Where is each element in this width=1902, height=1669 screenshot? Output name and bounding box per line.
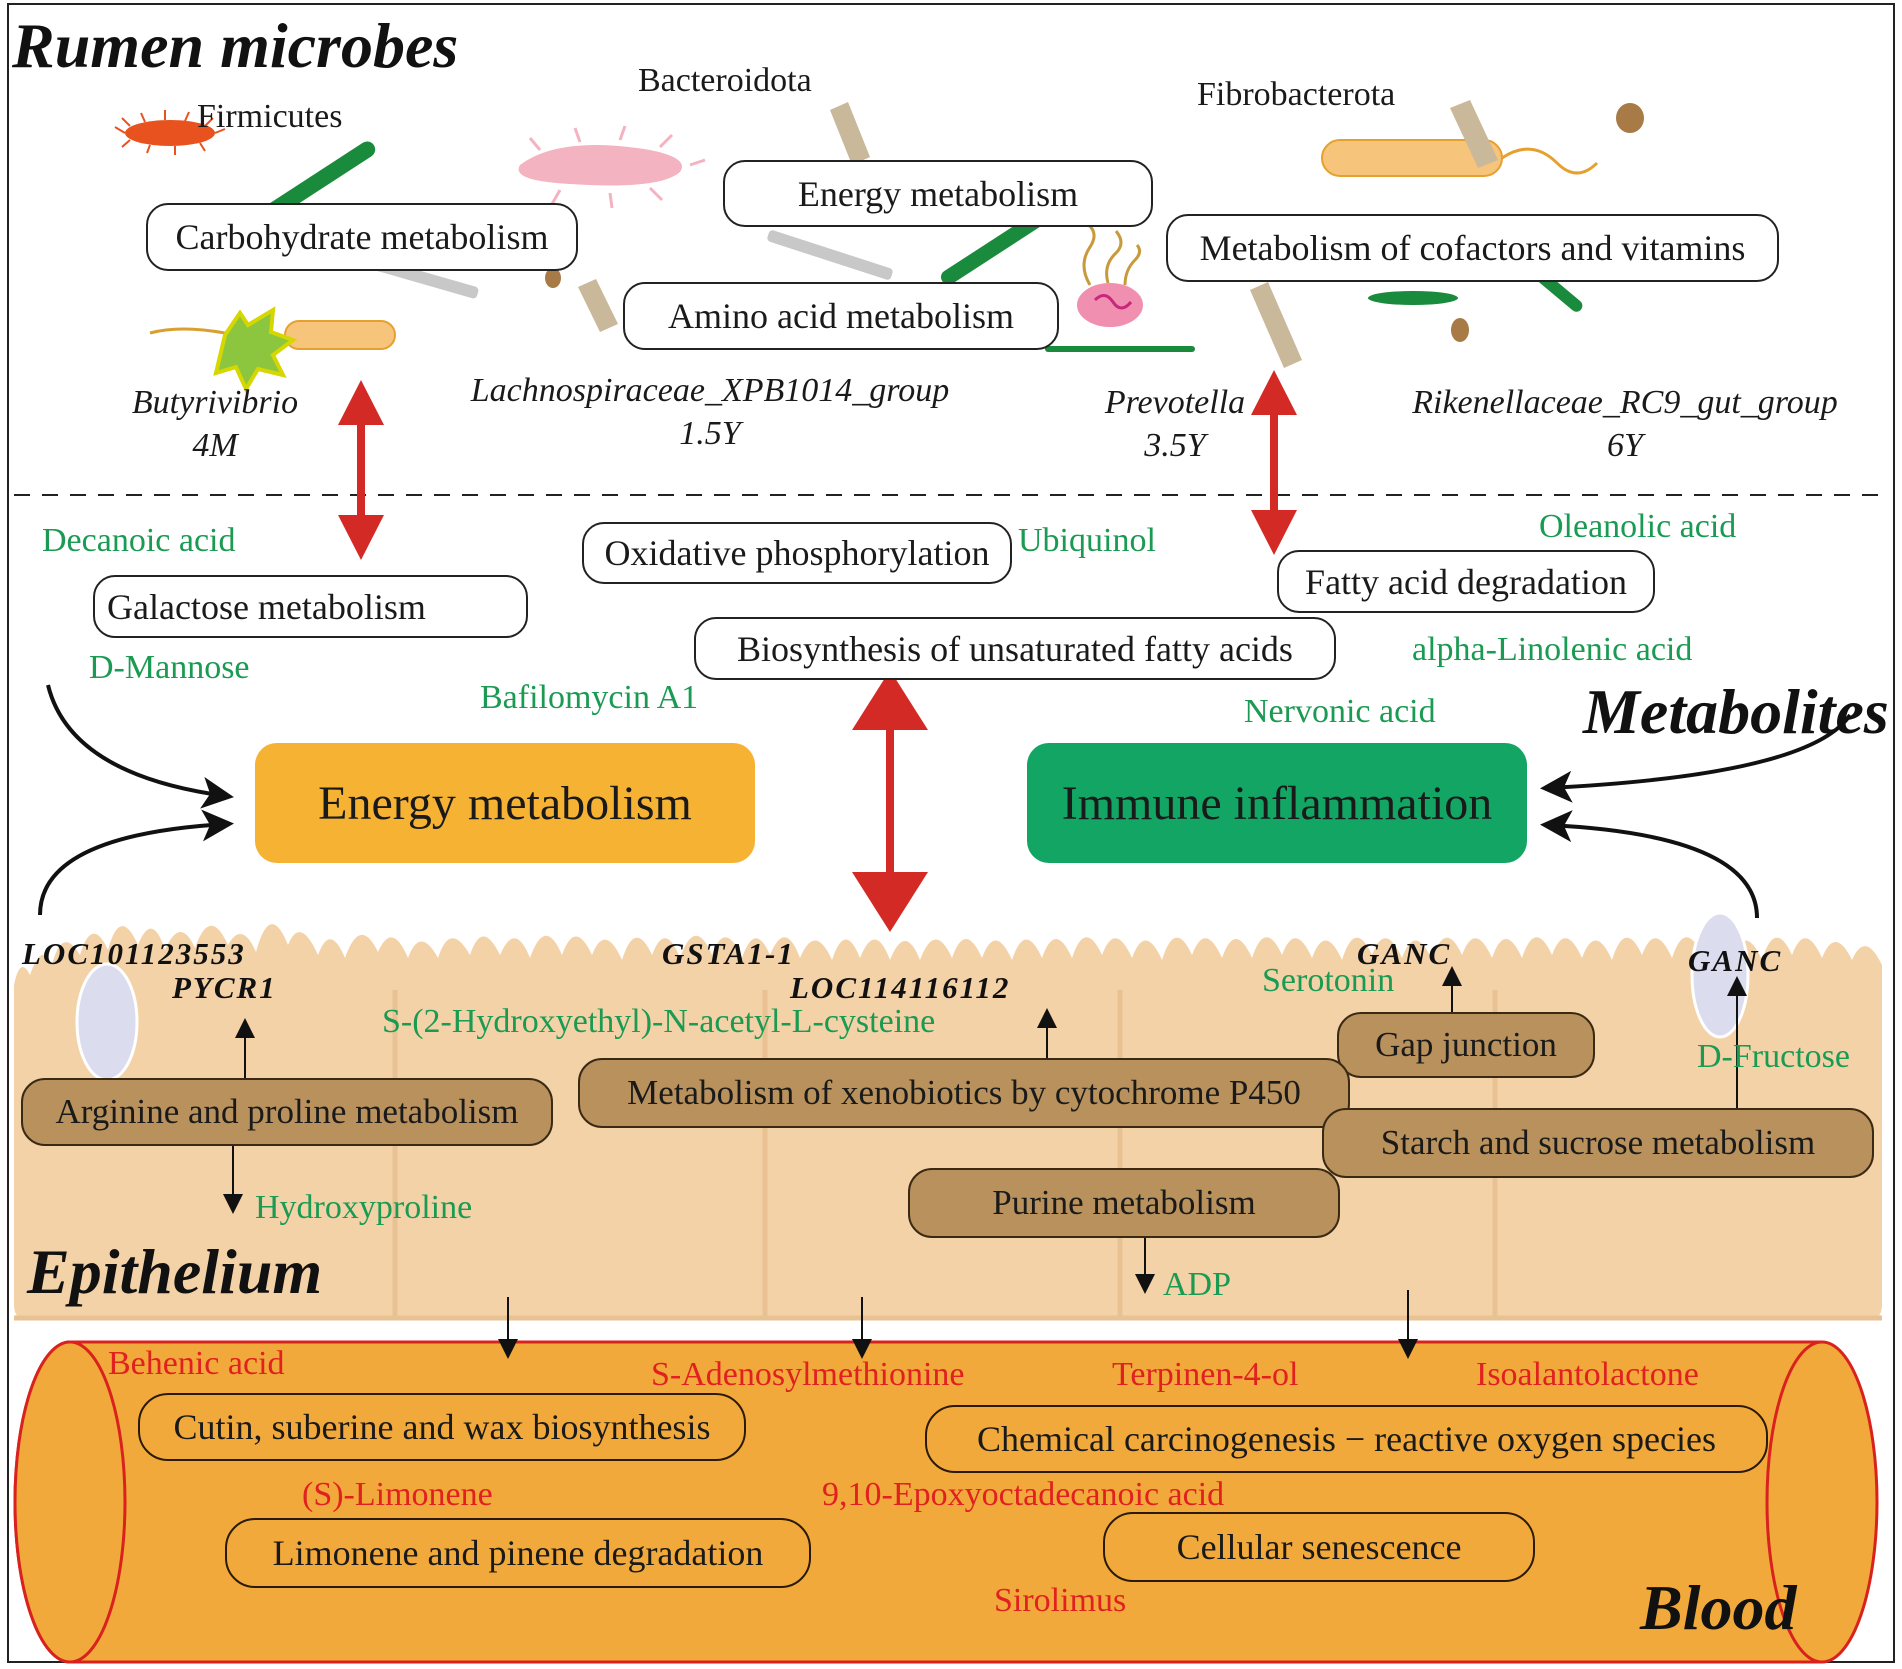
pathway-limonene-pinene-degradation: Limonene and pinene degradation bbox=[225, 1518, 811, 1588]
genus-age: 3.5Y bbox=[1144, 426, 1206, 464]
pathway-cellular-senescence: Cellular senescence bbox=[1103, 1512, 1535, 1582]
metabolite-s-limonene: (S)-Limonene bbox=[302, 1476, 493, 1513]
section-title-blood: Blood bbox=[1640, 1572, 1797, 1643]
metabolite-ubiquinol: Ubiquinol bbox=[1018, 522, 1156, 559]
metabolite-d-fructose: D-Fructose bbox=[1697, 1038, 1850, 1075]
genus-prevotella: Prevotella 3.5Y bbox=[1085, 382, 1265, 467]
genus-name: Rikenellaceae_RC9_gut_group bbox=[1412, 384, 1838, 421]
taxon-bacteroidota: Bacteroidota bbox=[638, 62, 812, 99]
metabolite-behenic-acid: Behenic acid bbox=[108, 1345, 285, 1382]
metabolite-to-energy-arrow bbox=[46, 684, 234, 809]
pathway-energy-metabolism: Energy metabolism bbox=[723, 160, 1153, 227]
section-title-rumen-microbes: Rumen microbes bbox=[12, 10, 459, 81]
fibrobacterota-cell-icon bbox=[1321, 139, 1599, 177]
gene-pycr1: PYCR1 bbox=[172, 970, 277, 1005]
metabolite-hydroxyethyl-acetylcysteine: S-(2-Hydroxyethyl)-N-acetyl-L-cysteine bbox=[382, 1003, 936, 1040]
epithelium-to-energy-arrow bbox=[38, 809, 234, 916]
pathway-cofactors-vitamins: Metabolism of cofactors and vitamins bbox=[1166, 214, 1779, 282]
genus-name: Prevotella bbox=[1104, 384, 1246, 421]
gene-gsta1-1: GSTA1-1 bbox=[662, 936, 795, 971]
pathway-oxidative-phosphorylation: Oxidative phosphorylation bbox=[582, 522, 1012, 584]
epithelium-to-immune-arrow bbox=[1540, 810, 1759, 919]
genus-rikenellaceae: Rikenellaceae_RC9_gut_group 6Y bbox=[1375, 382, 1875, 467]
tan-spindle-icon bbox=[1450, 100, 1498, 168]
green-disc-icon bbox=[1368, 291, 1458, 305]
tan-spindle-icon bbox=[1250, 282, 1302, 368]
microbe-metabolite-link-arrow-right bbox=[1251, 370, 1297, 555]
pathway-amino-acid-metabolism: Amino acid metabolism bbox=[623, 282, 1059, 350]
blood-vessel-end-rim bbox=[1765, 1340, 1823, 1664]
metabolite-serotonin: Serotonin bbox=[1262, 962, 1395, 999]
pathway-galactose-metabolism: Galactose metabolism bbox=[93, 575, 528, 638]
membrane-transporter-icon bbox=[1690, 911, 1750, 1039]
metabolite-bafilomycin-a1: Bafilomycin A1 bbox=[480, 679, 699, 716]
microbe-metabolite-link-arrow-left bbox=[338, 380, 384, 560]
metabolite-adp: ADP bbox=[1163, 1266, 1232, 1303]
butyrivibrio-cell-icon bbox=[149, 306, 396, 394]
firmicutes-cell-icon bbox=[114, 110, 226, 155]
section-title-epithelium: Epithelium bbox=[27, 1236, 323, 1307]
pathway-xenobiotics-cytochrome-p450: Metabolism of xenobiotics by cytochrome … bbox=[578, 1058, 1350, 1128]
section-title-metabolites: Metabolites bbox=[1583, 676, 1889, 747]
tan-spindle-icon bbox=[830, 102, 870, 165]
metabolite-d-mannose: D-Mannose bbox=[89, 649, 250, 686]
genus-lachnospiraceae: Lachnospiraceae_XPB1014_group 1.5Y bbox=[410, 370, 1010, 455]
outcome-energy-metabolism: Energy metabolism bbox=[255, 743, 755, 863]
pathway-carbohydrate-metabolism: Carbohydrate metabolism bbox=[146, 203, 578, 271]
gene-ganc: GANC bbox=[1357, 936, 1452, 971]
genus-age: 6Y bbox=[1607, 426, 1643, 464]
blood-vessel-end bbox=[13, 1340, 127, 1664]
metabolite-sirolimus: Sirolimus bbox=[994, 1582, 1127, 1619]
genus-name: Lachnospiraceae_XPB1014_group bbox=[470, 372, 950, 409]
metabolite-oleanolic-acid: Oleanolic acid bbox=[1539, 508, 1737, 545]
metabolite-s-adenosylmethionine: S-Adenosylmethionine bbox=[651, 1356, 965, 1393]
pathway-purine-metabolism: Purine metabolism bbox=[908, 1168, 1340, 1238]
metabolite-alpha-linolenic-acid: alpha-Linolenic acid bbox=[1412, 631, 1693, 668]
taxon-fibrobacterota: Fibrobacterota bbox=[1197, 76, 1396, 113]
genus-butyrivibrio: Butyrivibrio 4M bbox=[100, 382, 330, 467]
metabolite-to-immune-arrow bbox=[1540, 713, 1852, 803]
brown-coccus-icon bbox=[1451, 318, 1469, 342]
tan-spindle-icon bbox=[578, 279, 618, 332]
membrane-transporter-icon bbox=[75, 962, 139, 1082]
metabolite-epithelium-link-arrow bbox=[852, 670, 928, 932]
brown-coccus-icon bbox=[545, 268, 561, 288]
gene-ganc: GANC bbox=[1688, 943, 1783, 978]
genus-age: 4M bbox=[192, 426, 238, 464]
bacteroidota-flagella bbox=[528, 125, 706, 209]
metabolite-decanoic-acid: Decanoic acid bbox=[42, 522, 236, 559]
pathway-chemical-carcinogenesis-ros: Chemical carcinogenesis − reactive oxyge… bbox=[925, 1405, 1768, 1473]
genus-name: Butyrivibrio bbox=[131, 384, 299, 421]
pathway-unsaturated-fatty-acids: Biosynthesis of unsaturated fatty acids bbox=[694, 617, 1336, 680]
genus-age: 1.5Y bbox=[679, 414, 741, 452]
gray-rod-icon bbox=[767, 230, 893, 280]
metabolite-nervonic-acid: Nervonic acid bbox=[1244, 693, 1436, 730]
prevotella-cell-icon bbox=[1077, 220, 1143, 327]
bacteroidota-cell-icon bbox=[518, 145, 682, 186]
pathway-arginine-proline-metabolism: Arginine and proline metabolism bbox=[21, 1078, 553, 1146]
metabolite-epoxyoctadecanoic-acid: 9,10-Epoxyoctadecanoic acid bbox=[822, 1476, 1225, 1513]
outcome-immune-inflammation: Immune inflammation bbox=[1027, 743, 1527, 863]
pathway-cutin-suberine-wax: Cutin, suberine and wax biosynthesis bbox=[138, 1393, 746, 1461]
pathway-gap-junction: Gap junction bbox=[1337, 1012, 1595, 1078]
pathway-starch-sucrose-metabolism: Starch and sucrose metabolism bbox=[1322, 1108, 1874, 1178]
metabolite-isoalantolactone: Isoalantolactone bbox=[1476, 1356, 1699, 1393]
metabolite-terpinen-4-ol: Terpinen-4-ol bbox=[1112, 1356, 1299, 1393]
gene-loc114116112: LOC114116112 bbox=[790, 970, 1011, 1005]
gene-loc101123553: LOC101123553 bbox=[22, 936, 246, 971]
pathway-fatty-acid-degradation: Fatty acid degradation bbox=[1277, 550, 1655, 613]
taxon-firmicutes: Firmicutes bbox=[197, 98, 343, 135]
metabolite-hydroxyproline: Hydroxyproline bbox=[255, 1189, 473, 1226]
green-rod-icon bbox=[1045, 346, 1195, 352]
brown-coccus-icon bbox=[1616, 103, 1644, 133]
